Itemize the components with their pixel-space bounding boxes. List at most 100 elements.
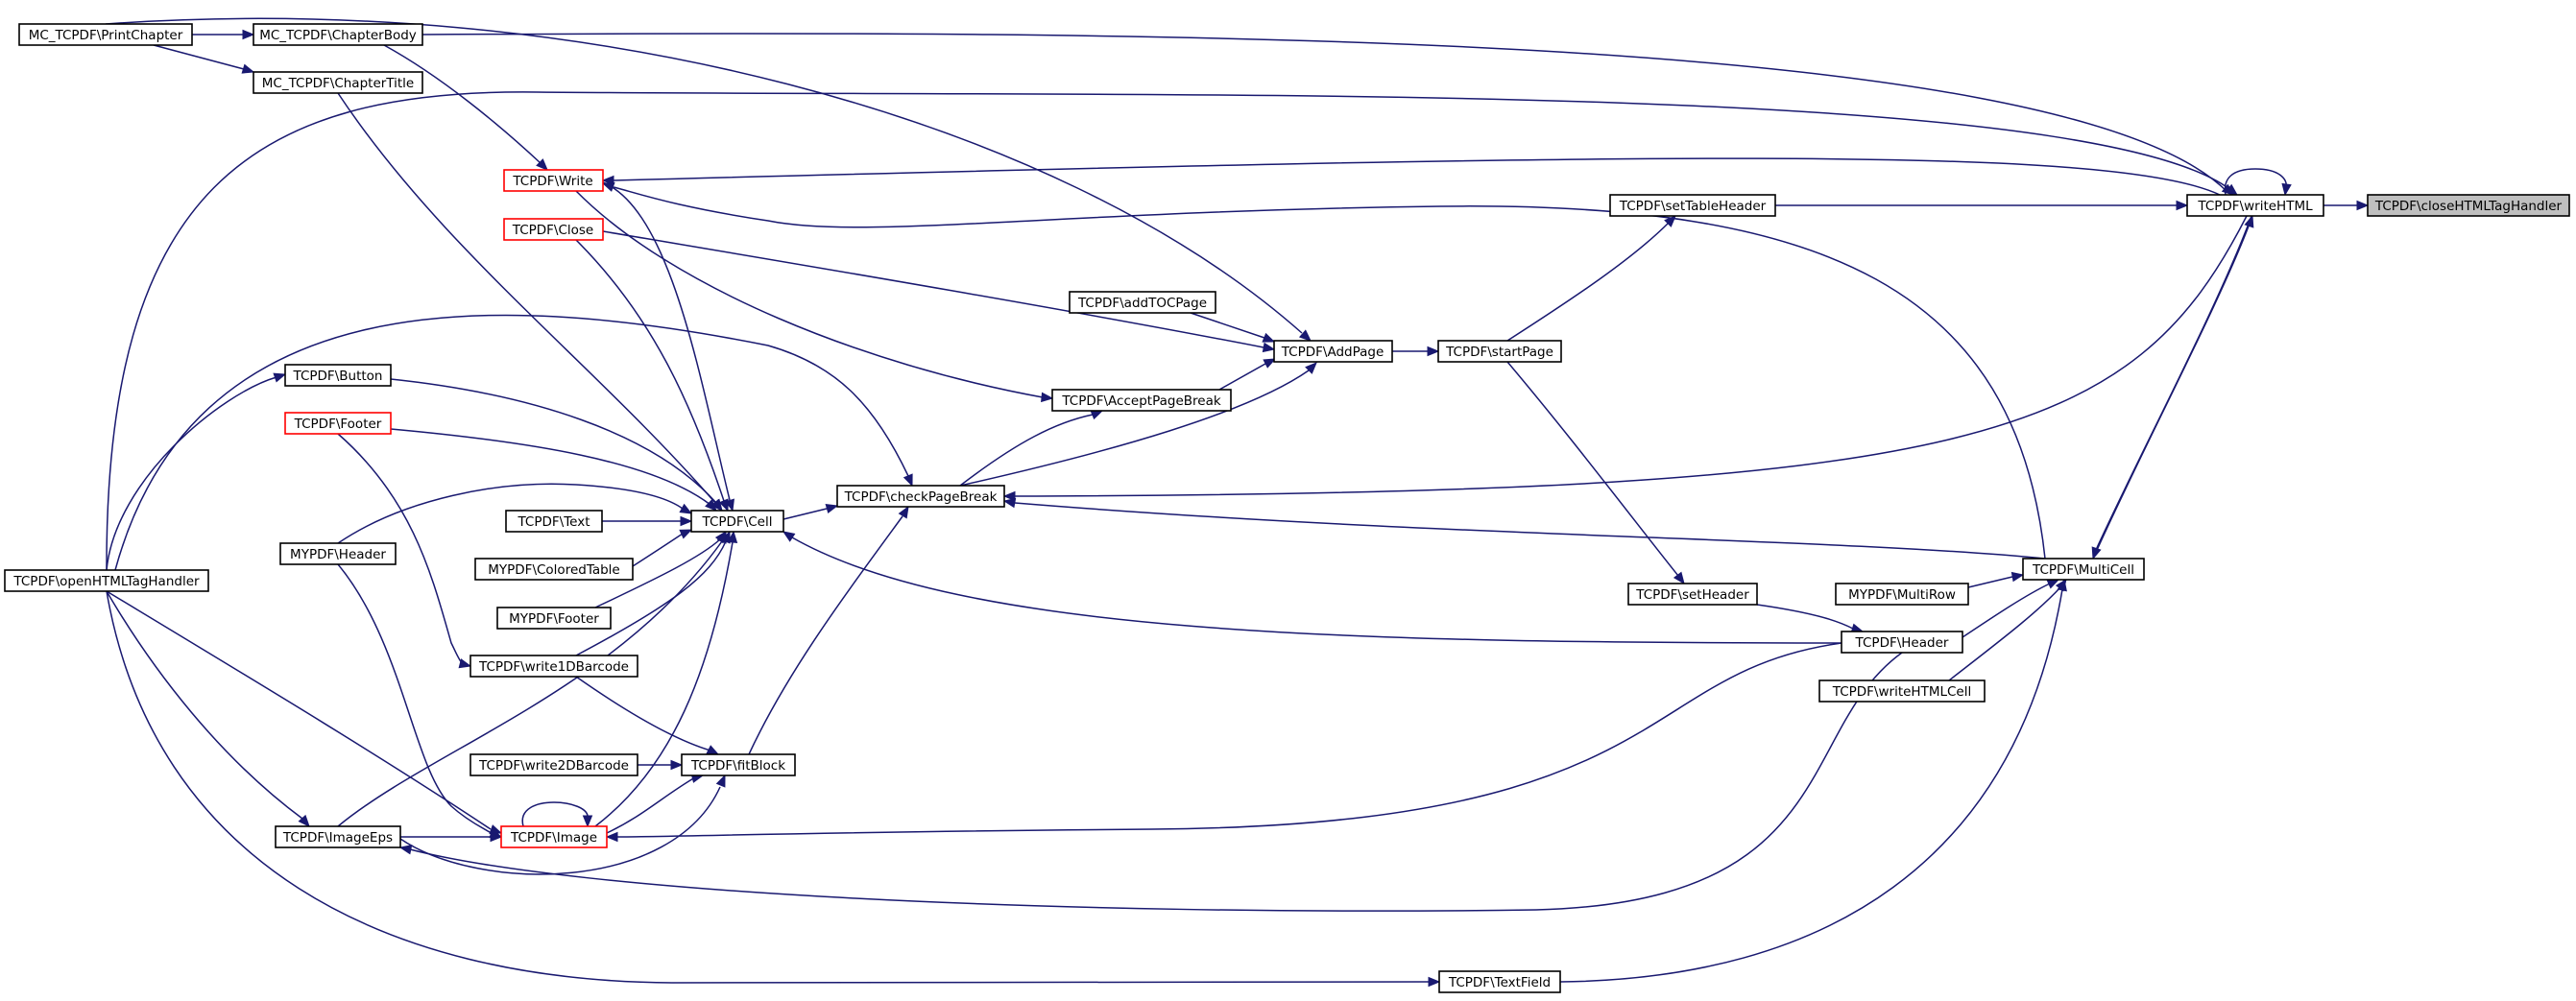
edge-line — [594, 538, 721, 608]
edge-arrowhead — [398, 845, 413, 855]
edge-arrowhead — [1428, 976, 1441, 988]
edge-line — [337, 540, 723, 827]
edge-footer-to-write1DBarcode — [337, 433, 472, 669]
edge-line — [1014, 215, 2248, 497]
node-acceptPageBreak[interactable]: TCPDF\AcceptPageBreak — [1051, 389, 1232, 412]
edge-writeHTML-to-closeHTMLTagHandler — [2323, 200, 2370, 211]
edge-arrowhead — [298, 814, 310, 827]
node-chapterBody[interactable]: MC_TCPDF\ChapterBody — [253, 23, 423, 46]
node-text[interactable]: TCPDF\Text — [505, 510, 603, 533]
edge-line — [613, 186, 2046, 560]
node-fitBlock-label: TCPDF\fitBlock — [690, 758, 785, 774]
edge-arrowhead — [1427, 346, 1440, 357]
node-textField[interactable]: TCPDF\TextField — [1438, 970, 1561, 993]
edge-line — [2095, 215, 2252, 551]
edge-line — [399, 786, 721, 875]
node-cell-label: TCPDF\Cell — [702, 514, 773, 530]
node-chapterTitle[interactable]: MC_TCPDF\ChapterTitle — [253, 71, 423, 94]
node-write2DBarcode-label: TCPDF\write2DBarcode — [478, 758, 629, 774]
node-mypdfHeader[interactable]: MYPDF\Header — [279, 542, 397, 565]
node-image[interactable]: TCPDF\Image — [500, 825, 608, 848]
node-writeHTML[interactable]: TCPDF\writeHTML — [2186, 194, 2324, 217]
node-textField-label: TCPDF\TextField — [1448, 975, 1551, 990]
edge-fitBlock-to-checkPageBreak — [748, 505, 909, 755]
edge-arrowhead — [679, 529, 693, 539]
edge-writeHTML-to-checkPageBreak — [1002, 215, 2248, 502]
node-write1DBarcode-label: TCPDF\write1DBarcode — [478, 659, 629, 675]
node-mypdfColoredTable[interactable]: MYPDF\ColoredTable — [474, 558, 634, 581]
edge-line — [1506, 222, 1670, 342]
edge-arrowhead — [489, 824, 503, 835]
node-addPage-label: TCPDF\AddPage — [1281, 345, 1384, 360]
node-closeHTMLTagHandler[interactable]: TCPDF\closeHTMLTagHandler — [2367, 194, 2570, 217]
edge-line — [575, 239, 725, 502]
edge-arrowhead — [458, 658, 472, 669]
edge-openHTMLTagHandler-to-image — [106, 590, 503, 835]
edge-line — [575, 190, 1044, 398]
node-write2DBarcode[interactable]: TCPDF\write2DBarcode — [469, 753, 638, 776]
node-cell[interactable]: TCPDF\Cell — [690, 510, 784, 533]
edge-arrowhead — [2225, 183, 2239, 196]
node-write1DBarcode[interactable]: TCPDF\write1DBarcode — [469, 655, 638, 678]
node-header[interactable]: TCPDF\Header — [1841, 631, 1963, 654]
node-imageEps[interactable]: TCPDF\ImageEps — [275, 825, 401, 848]
node-printChapter[interactable]: MC_TCPDF\PrintChapter — [18, 23, 193, 46]
edge-arrowhead — [782, 531, 796, 542]
edge-addTOCPage-to-addPage — [1190, 312, 1276, 343]
edge-line — [106, 91, 2234, 571]
node-addPage[interactable]: TCPDF\AddPage — [1273, 340, 1393, 363]
edge-line — [2092, 223, 2251, 560]
node-openHTMLTagHandler[interactable]: TCPDF\openHTMLTagHandler — [4, 569, 209, 592]
edge-checkPageBreak-to-acceptPageBreak — [959, 410, 1104, 487]
edge-arrowhead — [1305, 362, 1317, 374]
edge-arrowhead — [710, 498, 723, 512]
edge-header-to-image — [605, 642, 1842, 843]
node-chapterBody-label: MC_TCPDF\ChapterBody — [259, 28, 417, 43]
edge-openHTMLTagHandler-to-imageEps — [106, 590, 310, 827]
node-multiCell[interactable]: TCPDF\MultiCell — [2022, 558, 2145, 581]
edge-acceptPageBreak-to-addPage — [1218, 358, 1277, 391]
node-multiCell-label: TCPDF\MultiCell — [2032, 562, 2134, 578]
node-button[interactable]: TCPDF\Button — [284, 364, 392, 387]
edge-arrowhead — [601, 181, 615, 192]
edge-line — [1506, 361, 1679, 577]
node-writeHTMLCell[interactable]: TCPDF\writeHTMLCell — [1818, 679, 1986, 703]
node-checkPageBreak[interactable]: TCPDF\checkPageBreak — [836, 485, 1005, 508]
edge-line — [602, 230, 1264, 348]
edge-arrowhead — [715, 774, 726, 788]
node-button-label: TCPDF\Button — [293, 369, 383, 384]
node-fitBlock[interactable]: TCPDF\fitBlock — [681, 753, 796, 776]
node-printChapter-label: MC_TCPDF\PrintChapter — [29, 28, 183, 43]
edge-arrowhead — [1298, 329, 1312, 342]
node-writeHTML-label: TCPDF\writeHTML — [2197, 199, 2313, 214]
edge-header-to-multiCell — [1962, 579, 2060, 638]
edge-multiCell-to-checkPageBreak — [1002, 497, 2046, 560]
edge-line — [1948, 586, 2061, 681]
node-write[interactable]: TCPDF\Write — [503, 169, 604, 192]
node-footer[interactable]: TCPDF\Footer — [284, 412, 392, 435]
edge-line — [616, 642, 1842, 838]
edge-checkPageBreak-to-addPage — [959, 362, 1317, 487]
edge-arrowhead — [2010, 571, 2025, 583]
node-setHeader[interactable]: TCPDF\setHeader — [1627, 583, 1758, 606]
node-addTOCPage[interactable]: TCPDF\addTOCPage — [1069, 291, 1216, 314]
node-mypdfMultiRow[interactable]: MYPDF\MultiRow — [1835, 583, 1969, 606]
edge-chapterBody-to-writeHTML — [421, 33, 2235, 196]
edge-arrowhead — [727, 530, 738, 543]
edge-arrowhead — [680, 515, 693, 527]
edge-writeHTML-to-write — [601, 157, 2221, 196]
node-setTableHeader[interactable]: TCPDF\setTableHeader — [1609, 194, 1776, 217]
edge-line — [1014, 502, 2046, 560]
node-image-label: TCPDF\Image — [510, 830, 597, 846]
node-mypdfFooter[interactable]: MYPDF\Footer — [496, 607, 612, 630]
node-startPage[interactable]: TCPDF\startPage — [1437, 340, 1562, 363]
node-openHTMLTagHandler-label: TCPDF\openHTMLTagHandler — [12, 574, 200, 589]
edge-line — [791, 536, 1842, 644]
edge-arrowhead — [2057, 578, 2067, 592]
edge-line — [114, 314, 909, 571]
node-close[interactable]: TCPDF\Close — [503, 218, 604, 241]
edge-mypdfColoredTable-to-cell — [632, 529, 693, 567]
edge-image-to-image — [521, 801, 593, 828]
edge-line — [1559, 588, 2063, 983]
node-addTOCPage-label: TCPDF\addTOCPage — [1077, 296, 1207, 311]
